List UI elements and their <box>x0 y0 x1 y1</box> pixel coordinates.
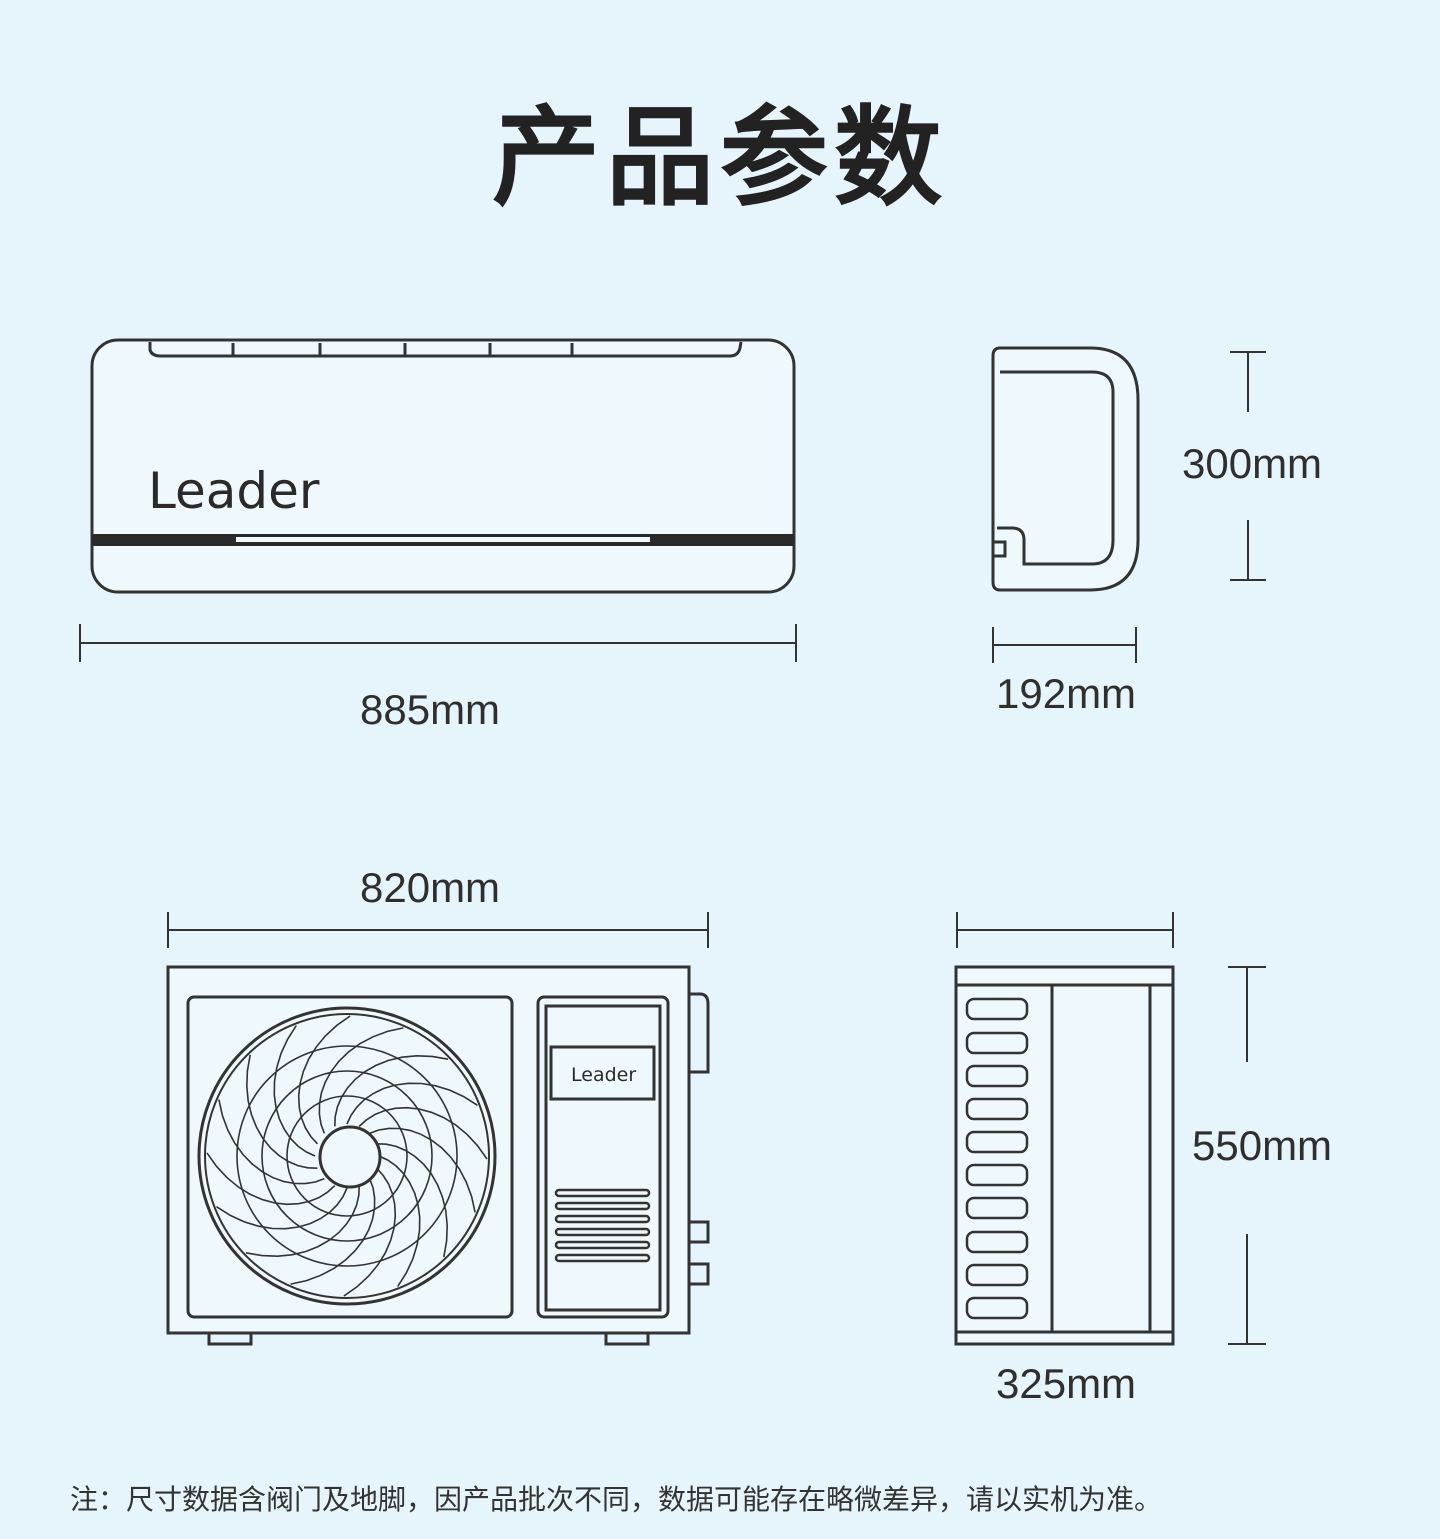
indoor-unit-side <box>991 346 1140 592</box>
indoor-height-dimension-line <box>1230 351 1266 581</box>
fan-blade-spoke <box>346 1082 478 1125</box>
indoor-brand-logo: Leader <box>148 462 320 520</box>
footnote: 注：尺寸数据含阀门及地脚，因产品批次不同，数据可能存在略微差异，请以实机为准。 <box>70 1483 1163 1516</box>
fan-blade-spoke <box>318 1027 404 1134</box>
indoor-width-label: 885mm <box>360 686 501 733</box>
outdoor-width-label: 820mm <box>360 864 501 911</box>
fan-blade-spoke <box>376 1143 449 1258</box>
outdoor-depth-top-dimension-line <box>956 912 1174 948</box>
outdoor-width-dimension-line <box>167 912 709 948</box>
outdoor-brand-logo: Leader <box>571 1064 636 1086</box>
fan-ring <box>286 1095 408 1217</box>
outdoor-height-dimension-line <box>1228 966 1266 1345</box>
fan-blade-spoke <box>218 1099 325 1185</box>
indoor-height-label: 300mm <box>1182 440 1323 487</box>
fan-blade-spoke <box>378 1155 421 1287</box>
fan-blade-spoke <box>297 1015 351 1145</box>
fan-blade-spoke <box>245 1054 318 1169</box>
fan-blade-spoke <box>216 1187 348 1230</box>
outdoor-unit-front <box>166 965 710 1346</box>
indoor-width-dimension-line <box>79 624 797 662</box>
fan-blade-spoke <box>206 1152 336 1206</box>
indoor-unit-front <box>90 338 796 594</box>
fan-ring <box>261 1070 433 1242</box>
outdoor-height-label: 550mm <box>1192 1122 1333 1169</box>
page-title: 产品参数 <box>491 96 948 221</box>
fan-ring <box>236 1045 458 1267</box>
indoor-depth-dimension-line <box>992 627 1137 663</box>
outdoor-depth-label: 325mm <box>996 1360 1137 1407</box>
fan-blade-spoke <box>343 1167 397 1297</box>
fan-blade-spoke <box>245 1185 360 1258</box>
fan-blade-spoke <box>334 1054 449 1127</box>
outdoor-unit-side <box>954 965 1175 1346</box>
fan-blade-spoke <box>358 1106 488 1160</box>
fan-blade-spoke <box>290 1178 376 1285</box>
fan-blade-spoke <box>273 1025 316 1157</box>
fan-blade-spoke <box>369 1127 476 1213</box>
indoor-depth-label: 192mm <box>996 670 1137 717</box>
